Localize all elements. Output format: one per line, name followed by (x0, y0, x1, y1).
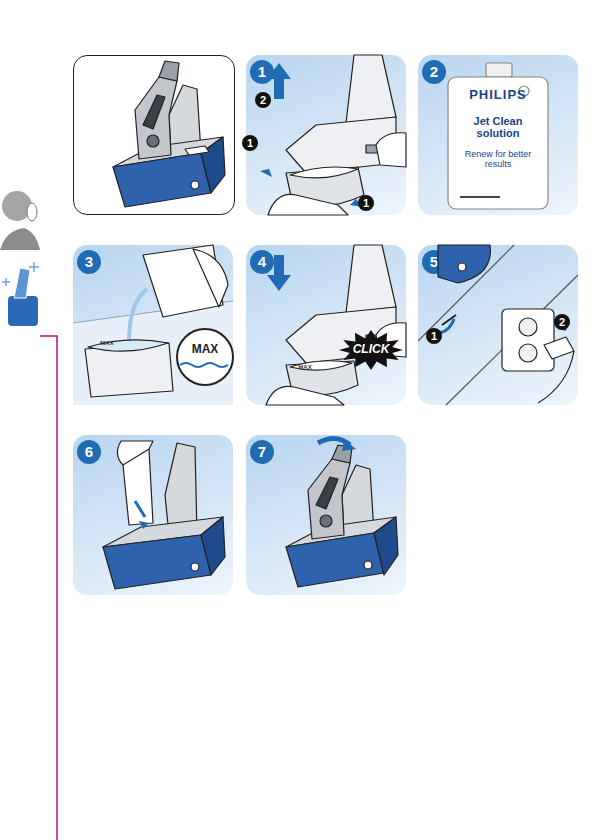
step-number: 6 (77, 440, 101, 464)
shaver-in-dock (159, 61, 179, 81)
max-mark: MAX (92, 340, 122, 347)
callout-number: 2 (554, 314, 570, 330)
shaver-in-dock (191, 181, 199, 189)
fill-cartridge (73, 245, 233, 405)
plug-in (418, 245, 578, 405)
max-mark: MAX (180, 343, 230, 356)
product-name: Jet Clean solution (460, 115, 536, 139)
product-note: Renew for better results (460, 150, 536, 170)
plug-in (418, 245, 578, 405)
step-number: 7 (250, 440, 274, 464)
sidebar-icons (2, 191, 32, 221)
step-number: 4 (250, 250, 274, 274)
sidebar-icons (40, 336, 57, 840)
step-number: 5 (422, 250, 446, 274)
shaver-in-dock (169, 85, 201, 155)
sidebar-icons (0, 228, 40, 250)
sidebar-icons (14, 268, 30, 298)
callout-number: 2 (255, 92, 271, 108)
first-panel (73, 55, 235, 215)
sidebar-icons (27, 203, 37, 221)
click-text: CLICK (341, 343, 401, 356)
brand-name: PHILIPS (448, 88, 548, 102)
step-number: 2 (422, 60, 446, 84)
max-mark: MAX (290, 364, 320, 371)
sidebar-icons (8, 296, 38, 326)
step-panel: 3 (73, 245, 233, 405)
step-number: 3 (77, 250, 101, 274)
shaver-in-dock (143, 95, 165, 129)
callout-number: 1 (358, 195, 374, 211)
step-number: 1 (250, 60, 274, 84)
sidebar-icons (2, 262, 39, 286)
shaver-in-dock (113, 153, 211, 207)
shaver-in-dock (201, 137, 225, 193)
step-panel: 4 (246, 245, 406, 405)
shaver-in-dock (185, 146, 209, 155)
step-panel: 1 (246, 55, 406, 215)
callout-number: 1 (242, 135, 258, 151)
callout-number: 1 (426, 328, 442, 344)
shaver-in-dock (135, 77, 177, 159)
shaver-in-dock (147, 135, 159, 147)
sidebar-icons (0, 191, 57, 840)
shaver-in-dock (113, 61, 225, 207)
shaver-in-dock (113, 137, 223, 167)
step-panel: 6 (73, 435, 233, 595)
step-panel: 7 (246, 435, 406, 595)
